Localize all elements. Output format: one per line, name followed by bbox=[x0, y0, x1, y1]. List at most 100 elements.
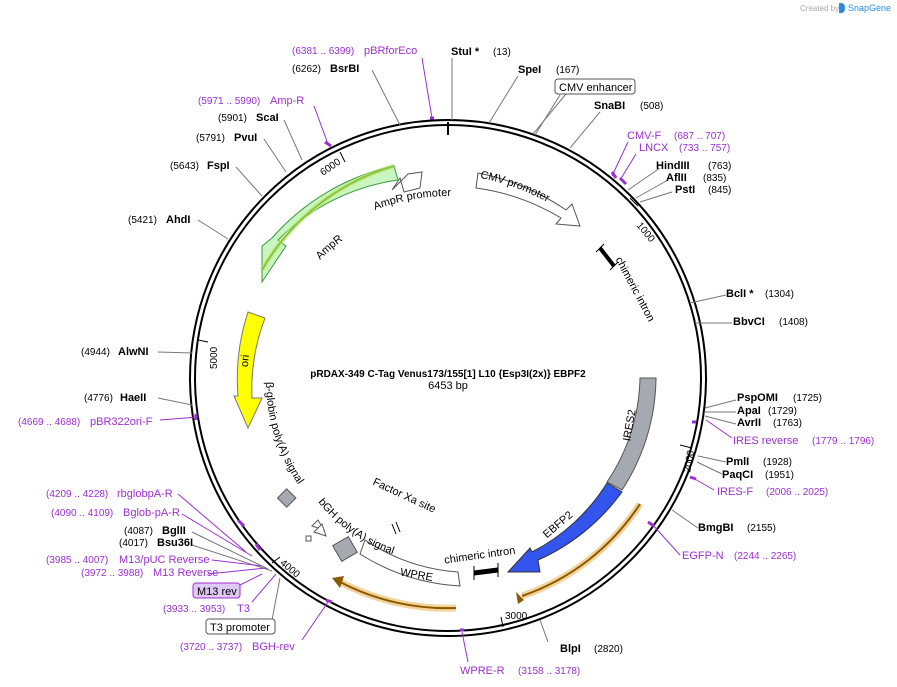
enzyme-paqci[interactable]: PaqCI (1951) bbox=[722, 469, 794, 481]
svg-text:PaqCI: PaqCI bbox=[722, 469, 753, 481]
ampr-feature[interactable] bbox=[259, 163, 399, 284]
small-features-4000[interactable] bbox=[305, 519, 327, 542]
enzyme-pvui[interactable]: (5791) PvuI bbox=[196, 132, 257, 144]
ebfp2-feature[interactable] bbox=[506, 482, 623, 573]
t3-promoter-box[interactable]: T3 promoter bbox=[205, 577, 281, 635]
plasmid-size: 6453 bp bbox=[428, 380, 468, 392]
primer-lncx[interactable]: LNCX (733 .. 757) bbox=[639, 142, 730, 154]
svg-text:(6381 .. 6399): (6381 .. 6399) bbox=[292, 46, 354, 57]
primer-m13-puc-reverse[interactable]: (3985 .. 4007) M13/pUC Reverse bbox=[46, 554, 209, 566]
svg-text:(1725): (1725) bbox=[793, 393, 822, 404]
primer-labels: (6381 .. 6399) pBRforEco (5971 .. 5990) … bbox=[18, 45, 874, 677]
enzyme-blpi[interactable]: BlpI (2820) bbox=[560, 643, 623, 655]
svg-text:(2820): (2820) bbox=[594, 644, 623, 655]
svg-text:(2155): (2155) bbox=[747, 523, 776, 534]
wpre-feature[interactable] bbox=[359, 539, 461, 587]
enzyme-psti[interactable]: PstI (845) bbox=[675, 184, 731, 196]
primer-ires-f[interactable]: IRES-F (2006 .. 2025) bbox=[717, 486, 828, 498]
enzyme-bglii[interactable]: (4087) BglII bbox=[124, 525, 186, 537]
svg-text:(687 .. 707): (687 .. 707) bbox=[674, 131, 725, 142]
snapgene-logo-icon bbox=[839, 2, 845, 14]
chimeric-intron-top-feature[interactable] bbox=[595, 243, 619, 271]
enzyme-snabi[interactable]: SnaBI (508) bbox=[594, 100, 663, 112]
primer-rbglobpa-r[interactable]: (4209 .. 4228) rbglobpA-R bbox=[46, 488, 173, 500]
svg-text:(4669 .. 4688): (4669 .. 4688) bbox=[18, 417, 80, 428]
svg-text:BclI *: BclI * bbox=[726, 288, 754, 300]
enzyme-scai[interactable]: (5901) ScaI bbox=[218, 112, 279, 124]
primer-m13-reverse[interactable]: (3972 .. 3988) M13 Reverse bbox=[81, 567, 218, 579]
svg-text:BlpI: BlpI bbox=[560, 643, 581, 655]
chimeric-intron-bottom-feature[interactable] bbox=[473, 563, 499, 580]
svg-text:(3985 .. 4007): (3985 .. 4007) bbox=[46, 555, 108, 566]
egfp-region-feature[interactable] bbox=[516, 502, 643, 604]
beta-globin-feature[interactable] bbox=[276, 488, 297, 508]
brand-text: SnapGene bbox=[848, 3, 891, 13]
enzyme-bcli[interactable]: BclI * (1304) bbox=[726, 288, 794, 300]
enzyme-pspomi[interactable]: PspOMI (1725) bbox=[737, 392, 822, 404]
enzyme-hindiii[interactable]: HindIII (763) bbox=[656, 160, 731, 172]
svg-text:(1729): (1729) bbox=[768, 406, 797, 417]
svg-text:pBRforEco: pBRforEco bbox=[364, 45, 417, 57]
svg-text:SnaBI: SnaBI bbox=[594, 100, 625, 112]
primer-amp-r[interactable]: (5971 .. 5990) Amp-R bbox=[198, 95, 304, 107]
enzyme-pmli[interactable]: PmlI (1928) bbox=[726, 456, 792, 468]
bgh-arc-feature[interactable] bbox=[332, 576, 457, 612]
svg-text:IRES reverse: IRES reverse bbox=[733, 435, 798, 447]
ampr-promoter-feature[interactable] bbox=[391, 171, 423, 193]
primer-pbr322ori-f[interactable]: (4669 .. 4688) pBR322ori-F bbox=[18, 416, 153, 428]
primer-t3[interactable]: (3933 .. 3953) T3 bbox=[163, 603, 250, 615]
svg-text:(6262): (6262) bbox=[292, 64, 321, 75]
primer-egfp-n[interactable]: EGFP-N (2244 .. 2265) bbox=[682, 550, 796, 562]
svg-text:(3720 .. 3737): (3720 .. 3737) bbox=[180, 642, 242, 653]
enzyme-bsu36i[interactable]: (4017) Bsu36I bbox=[119, 537, 193, 549]
wpre-label: WPRE bbox=[399, 566, 434, 584]
svg-text:ScaI: ScaI bbox=[256, 112, 279, 124]
svg-text:IRES-F: IRES-F bbox=[717, 486, 753, 498]
enzyme-ahdi[interactable]: (5421) AhdI bbox=[128, 214, 190, 226]
svg-text:rbglobpA-R: rbglobpA-R bbox=[117, 488, 173, 500]
tick-5000: 5000 bbox=[209, 346, 220, 369]
svg-text:T3 promoter: T3 promoter bbox=[210, 622, 270, 634]
svg-text:BbvCI: BbvCI bbox=[733, 316, 765, 328]
factor-xa-feature[interactable] bbox=[391, 521, 401, 535]
enzyme-aflii[interactable]: AflII (835) bbox=[666, 172, 726, 184]
enzyme-stui[interactable]: StuI * (13) bbox=[451, 46, 511, 58]
enzyme-haeii[interactable]: (4776) HaeII bbox=[84, 392, 146, 404]
svg-text:(3158 .. 3178): (3158 .. 3178) bbox=[518, 666, 580, 677]
enzyme-bsrbi[interactable]: (6262) BsrBI bbox=[292, 63, 359, 75]
factor-xa-label: Factor Xa site bbox=[371, 476, 438, 516]
primer-wpre-r[interactable]: WPRE-R (3158 .. 3178) bbox=[460, 665, 580, 677]
svg-text:pBR322ori-F: pBR322ori-F bbox=[90, 416, 153, 428]
cmv-promoter-feature[interactable] bbox=[475, 172, 581, 227]
svg-text:(2244 .. 2265): (2244 .. 2265) bbox=[734, 551, 796, 562]
svg-text:(1304): (1304) bbox=[765, 289, 794, 300]
svg-text:StuI *: StuI * bbox=[451, 46, 480, 58]
primer-pbrforeco[interactable]: (6381 .. 6399) pBRforEco bbox=[292, 45, 417, 57]
svg-text:AhdI: AhdI bbox=[166, 214, 190, 226]
svg-text:WPRE-R: WPRE-R bbox=[460, 665, 505, 677]
svg-text:LNCX: LNCX bbox=[639, 142, 669, 154]
enzyme-bmgbi[interactable]: BmgBI (2155) bbox=[698, 522, 776, 534]
primer-ires-reverse[interactable]: IRES reverse (1779 .. 1796) bbox=[733, 435, 874, 447]
ires2-feature[interactable] bbox=[606, 377, 657, 491]
enzyme-spei[interactable]: SpeI (167) bbox=[518, 64, 579, 76]
ori-feature[interactable] bbox=[233, 311, 266, 430]
enzyme-avrii[interactable]: AvrII (1763) bbox=[737, 417, 802, 429]
svg-text:(4017): (4017) bbox=[119, 538, 148, 549]
enzyme-fspi[interactable]: (5643) FspI bbox=[170, 160, 230, 172]
svg-text:(1408): (1408) bbox=[779, 317, 808, 328]
chimeric-intron-top-label: chimeric intron bbox=[613, 255, 657, 324]
svg-text:HaeII: HaeII bbox=[120, 392, 146, 404]
tick-2000: 2000 bbox=[682, 449, 697, 473]
primer-cmv-f[interactable]: CMV-F (687 .. 707) bbox=[627, 130, 725, 142]
primer-bgh-rev[interactable]: (3720 .. 3737) BGH-rev bbox=[180, 641, 295, 653]
enzyme-bbvci[interactable]: BbvCI (1408) bbox=[733, 316, 808, 328]
svg-text:BglII: BglII bbox=[162, 525, 186, 537]
cmv-enhancer-box[interactable]: CMV enhancer bbox=[532, 78, 636, 135]
svg-text:PmlI: PmlI bbox=[726, 456, 749, 468]
bgh-polya-feature[interactable] bbox=[332, 536, 358, 562]
enzyme-alwni[interactable]: (4944) AlwNI bbox=[81, 346, 149, 358]
m13-rev-box[interactable]: M13 rev bbox=[192, 573, 263, 599]
primer-bglob-pa-r[interactable]: (4090 .. 4109) Bglob-pA-R bbox=[51, 507, 180, 519]
enzyme-apai[interactable]: ApaI (1729) bbox=[737, 405, 797, 417]
